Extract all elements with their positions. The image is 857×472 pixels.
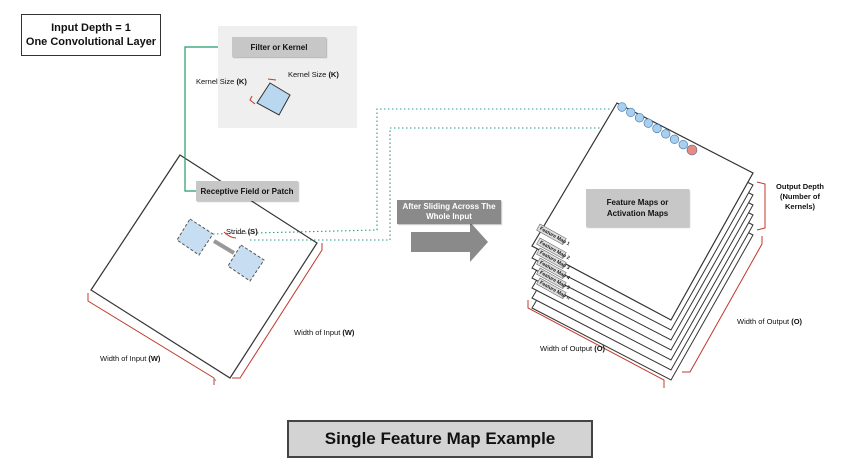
stride-arrow bbox=[212, 239, 236, 255]
feature-maps-line1: Feature Maps or bbox=[606, 198, 669, 207]
input-brace-left bbox=[87, 293, 215, 385]
output-dot bbox=[669, 134, 680, 144]
filter-kernel-label: Filter or Kernel bbox=[232, 37, 326, 57]
input-depth-line1: Input Depth = 1 bbox=[51, 22, 131, 34]
output-depth-line1: Output Depth bbox=[776, 182, 824, 191]
stride-brace bbox=[223, 231, 237, 239]
output-dot bbox=[617, 102, 627, 112]
input-depth-line2: One Convolutional Layer bbox=[25, 36, 157, 48]
output-depth-line2: (Number of bbox=[780, 192, 820, 201]
output-dots bbox=[617, 102, 698, 156]
input-square bbox=[90, 154, 318, 379]
dotted-line-top bbox=[212, 108, 612, 235]
big-arrow bbox=[411, 222, 488, 262]
kernel-size-left: Kernel Size (K) bbox=[196, 77, 247, 86]
receptive-patch-1 bbox=[176, 218, 214, 256]
width-output-right: Width of Output (O) bbox=[737, 317, 803, 326]
input-depth-box: Input Depth = 1 One Convolutional Layer bbox=[21, 14, 161, 56]
output-dot bbox=[678, 140, 688, 150]
output-dot bbox=[686, 144, 698, 156]
green-connector bbox=[184, 46, 232, 192]
output-depth-label: Output Depth (Number of Kernels) bbox=[770, 182, 830, 212]
feature-maps-line2: Activation Maps bbox=[606, 209, 669, 218]
kernel-square bbox=[256, 82, 291, 116]
output-width-brace-left bbox=[527, 300, 665, 388]
kernel-brace-left bbox=[249, 95, 256, 105]
width-input-left: Width of Input (W) bbox=[100, 354, 161, 363]
receptive-field-label: Receptive Field or Patch bbox=[196, 181, 298, 201]
output-depth-line3: Kernels) bbox=[784, 202, 815, 211]
stride-label: Stride (S) bbox=[226, 227, 258, 236]
width-output-left: Width of Output (O) bbox=[540, 344, 606, 353]
after-sliding-line1: After Sliding Across The bbox=[402, 202, 496, 211]
input-brace-right bbox=[232, 243, 323, 379]
output-width-brace-right bbox=[682, 236, 763, 373]
output-depth-brace bbox=[756, 181, 766, 231]
feature-maps-label: Feature Maps or Activation Maps bbox=[586, 189, 689, 227]
kernel-size-right: Kernel Size (K) bbox=[288, 70, 339, 79]
dotted-line-bottom bbox=[250, 127, 618, 241]
output-dot bbox=[643, 118, 653, 128]
kernel-brace-right bbox=[267, 78, 277, 81]
caption-box: Single Feature Map Example bbox=[287, 420, 593, 458]
output-dot bbox=[634, 113, 645, 123]
receptive-patch-2 bbox=[227, 244, 265, 282]
output-dot bbox=[652, 123, 662, 134]
after-sliding-line2: Whole Input bbox=[426, 212, 472, 221]
output-dot bbox=[626, 107, 636, 117]
width-input-right: Width of Input (W) bbox=[294, 328, 355, 337]
output-dot bbox=[661, 129, 671, 139]
